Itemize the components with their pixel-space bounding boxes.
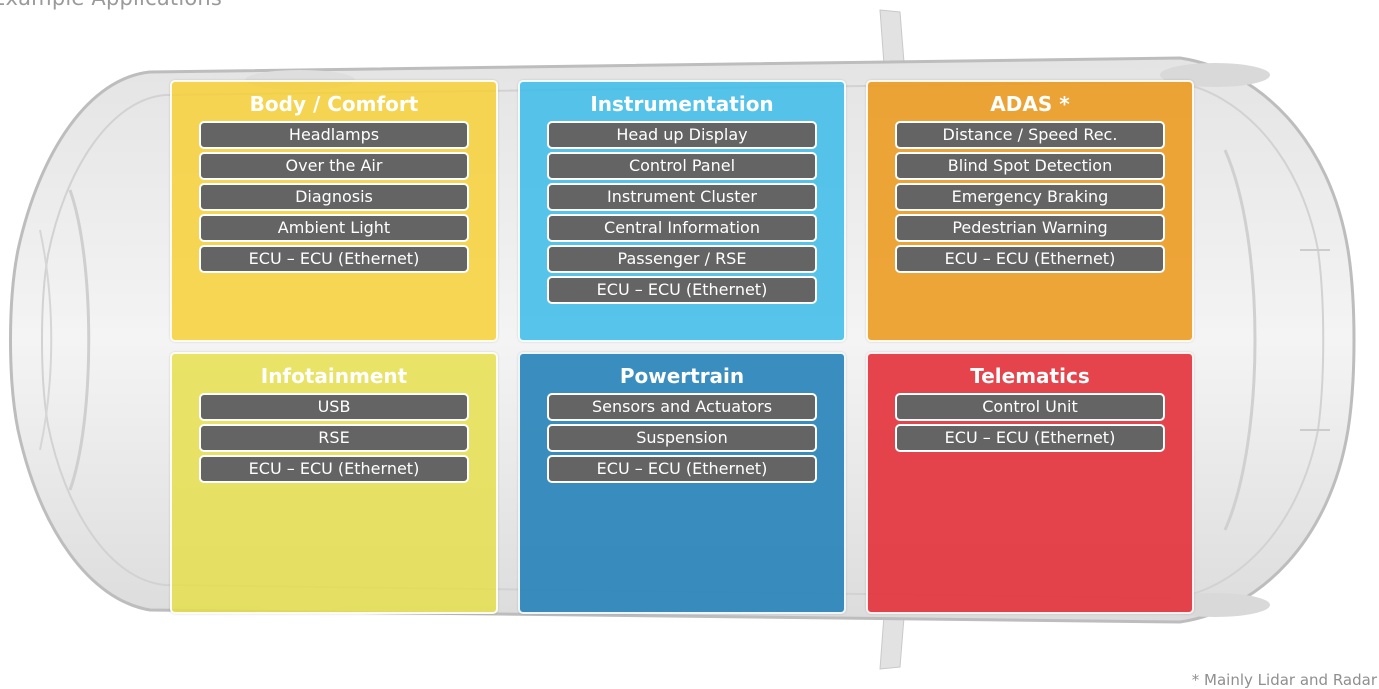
list-item: USB xyxy=(199,393,469,421)
panel-title: Instrumentation xyxy=(590,92,774,116)
list-item: Emergency Braking xyxy=(895,183,1165,211)
list-item: Sensors and Actuators xyxy=(547,393,817,421)
panel-title: ADAS * xyxy=(990,92,1070,116)
panel-body-comfort: Body / Comfort Headlamps Over the Air Di… xyxy=(170,80,498,342)
list-item: ECU – ECU (Ethernet) xyxy=(199,455,469,483)
list-item: ECU – ECU (Ethernet) xyxy=(895,424,1165,452)
panel-telematics: Telematics Control Unit ECU – ECU (Ether… xyxy=(866,352,1194,614)
panel-title: Infotainment xyxy=(260,364,408,388)
list-item: ECU – ECU (Ethernet) xyxy=(547,276,817,304)
list-item: Head up Display xyxy=(547,121,817,149)
panel-title: Telematics xyxy=(970,364,1090,388)
panel-title: Powertrain xyxy=(619,364,745,388)
list-item: Pedestrian Warning xyxy=(895,214,1165,242)
list-item: ECU – ECU (Ethernet) xyxy=(895,245,1165,273)
list-item: Blind Spot Detection xyxy=(895,152,1165,180)
list-item: Central Information xyxy=(547,214,817,242)
footnote: * Mainly Lidar and Radar xyxy=(1191,671,1377,689)
page-title: Example Applications xyxy=(0,0,222,10)
list-item: Ambient Light xyxy=(199,214,469,242)
list-item: Over the Air xyxy=(199,152,469,180)
list-item: ECU – ECU (Ethernet) xyxy=(547,455,817,483)
list-item: ECU – ECU (Ethernet) xyxy=(199,245,469,273)
panel-title: Body / Comfort xyxy=(249,92,419,116)
list-item: Suspension xyxy=(547,424,817,452)
list-item: Control Panel xyxy=(547,152,817,180)
panel-infotainment: Infotainment USB RSE ECU – ECU (Ethernet… xyxy=(170,352,498,614)
list-item: Headlamps xyxy=(199,121,469,149)
panel-adas: ADAS * Distance / Speed Rec. Blind Spot … xyxy=(866,80,1194,342)
panel-instrumentation: Instrumentation Head up Display Control … xyxy=(518,80,846,342)
list-item: Diagnosis xyxy=(199,183,469,211)
list-item: Instrument Cluster xyxy=(547,183,817,211)
list-item: Distance / Speed Rec. xyxy=(895,121,1165,149)
panel-powertrain: Powertrain Sensors and Actuators Suspens… xyxy=(518,352,846,614)
list-item: Control Unit xyxy=(895,393,1165,421)
list-item: Passenger / RSE xyxy=(547,245,817,273)
list-item: RSE xyxy=(199,424,469,452)
